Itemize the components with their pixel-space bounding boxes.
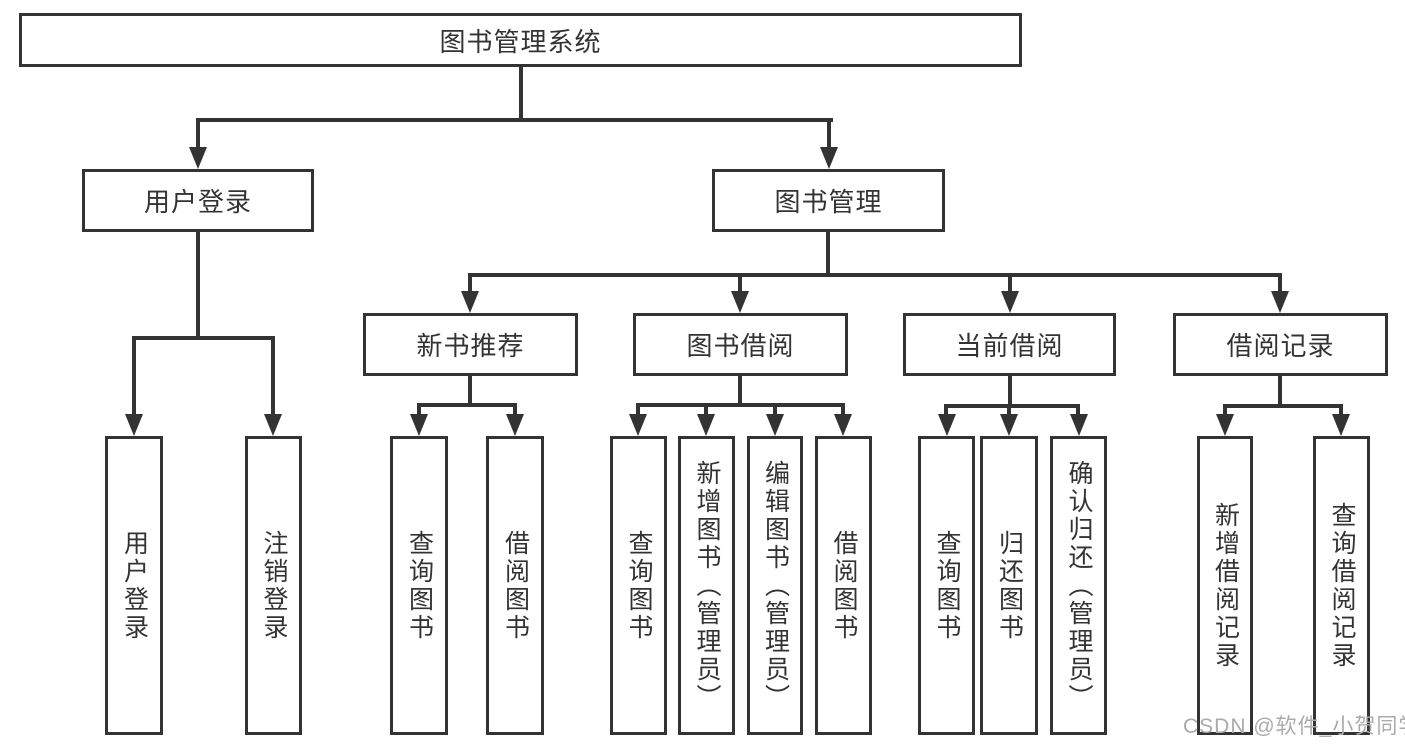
arrow-down-icon — [506, 414, 524, 436]
leaf-query-borrow-record: 查询借阅记录 — [1313, 436, 1370, 735]
leaf-query-book-2: 查询图书 — [610, 436, 667, 735]
arrow-down-icon — [1332, 414, 1350, 436]
leaf-borrow-book-1: 借阅图书 — [486, 436, 544, 735]
arrow-down-icon — [125, 414, 143, 436]
arrow-down-icon — [731, 291, 749, 313]
node-label: 新增借阅记录 — [1211, 501, 1240, 670]
connector-line — [738, 376, 742, 407]
connector-line — [1223, 404, 1343, 408]
connector-line — [1339, 404, 1343, 416]
node-label: 确认归还（管理员） — [1065, 459, 1093, 712]
node-book-borrowing: 图书借阅 — [633, 313, 848, 376]
node-label: 图书借阅 — [686, 331, 795, 361]
leaf-borrow-book-2: 借阅图书 — [815, 436, 872, 735]
node-label: 注销登录 — [260, 529, 288, 642]
node-label: 图书管理 — [774, 187, 883, 217]
arrow-down-icon — [1271, 291, 1289, 313]
node-label: 新书推荐 — [416, 331, 525, 361]
node-label: 查询借阅记录 — [1328, 501, 1356, 670]
node-book-management: 图书管理 — [712, 169, 945, 232]
connector-line — [1076, 404, 1080, 416]
connector-line — [513, 403, 517, 416]
node-label: 用户登录 — [120, 529, 149, 642]
arrow-down-icon — [461, 291, 479, 313]
node-label: 借阅图书 — [501, 529, 530, 642]
connector-line — [132, 336, 275, 340]
connector-line — [1278, 376, 1282, 408]
connector-line — [132, 336, 136, 416]
leaf-return-book: 归还图书 — [980, 436, 1038, 735]
connector-line — [417, 403, 421, 416]
arrow-down-icon — [629, 414, 647, 436]
node-library-management-system: 图书管理系统 — [19, 13, 1022, 67]
connector-line — [519, 67, 523, 118]
node-label: 编辑图书（管理员） — [761, 459, 790, 712]
node-label: 归还图书 — [995, 529, 1024, 642]
connector-line — [841, 403, 845, 416]
node-label: 查询图书 — [405, 529, 434, 642]
connector-line — [636, 403, 845, 407]
arrow-down-icon — [697, 414, 715, 436]
arrow-down-icon — [820, 147, 838, 169]
leaf-user-login: 用户登录 — [105, 436, 163, 735]
arrow-down-icon — [1070, 414, 1088, 436]
arrow-down-icon — [1001, 291, 1019, 313]
arrow-down-icon — [938, 414, 956, 436]
arrow-down-icon — [1216, 414, 1234, 436]
node-label: 查询图书 — [625, 529, 653, 642]
connector-line — [827, 118, 831, 150]
arrow-down-icon — [189, 147, 207, 169]
node-label: 用户登录 — [143, 187, 252, 217]
connector-line — [944, 404, 948, 416]
connector-line — [773, 403, 777, 416]
leaf-add-borrow-record: 新增借阅记录 — [1197, 436, 1253, 735]
arrow-down-icon — [410, 414, 428, 436]
connector-line — [1223, 404, 1227, 416]
connector-line — [738, 273, 742, 293]
connector-line — [271, 336, 275, 416]
arrow-down-icon — [834, 414, 852, 436]
connector-line — [944, 404, 1080, 408]
arrow-down-icon — [1000, 414, 1018, 436]
leaf-logout: 注销登录 — [245, 436, 302, 735]
leaf-edit-book-admin: 编辑图书（管理员） — [747, 436, 803, 735]
connector-line — [1008, 273, 1012, 293]
arrow-down-icon — [766, 414, 784, 436]
leaf-add-book-admin: 新增图书（管理员） — [678, 436, 735, 735]
node-borrowing-records: 借阅记录 — [1173, 313, 1388, 376]
connector-line — [1007, 404, 1011, 416]
leaf-query-book-1: 查询图书 — [390, 436, 448, 735]
node-current-borrowing: 当前借阅 — [903, 313, 1116, 376]
node-label: 借阅记录 — [1226, 331, 1335, 361]
connector-line — [196, 232, 200, 340]
connector-line — [636, 403, 640, 416]
connector-line — [417, 403, 517, 407]
connector-line — [468, 273, 1282, 277]
leaf-confirm-return-admin: 确认归还（管理员） — [1050, 436, 1107, 735]
connector-line — [196, 118, 200, 150]
node-user-login: 用户登录 — [82, 169, 314, 232]
connector-line — [196, 118, 833, 122]
node-new-book-recommend: 新书推荐 — [363, 313, 578, 376]
node-label: 查询图书 — [933, 529, 961, 642]
connector-line — [826, 232, 830, 277]
node-label: 借阅图书 — [830, 529, 858, 642]
connector-line — [1008, 376, 1012, 408]
watermark: CSDN @软件_小贺同学 — [1183, 715, 1405, 738]
node-label: 图书管理系统 — [439, 26, 602, 57]
connector-line — [468, 273, 472, 293]
connector-line — [704, 403, 708, 416]
connector-line — [468, 376, 472, 407]
arrow-down-icon — [264, 414, 282, 436]
node-label: 新增图书（管理员） — [693, 459, 721, 712]
leaf-query-book-3: 查询图书 — [918, 436, 975, 735]
connector-line — [1278, 273, 1282, 293]
node-label: 当前借阅 — [955, 331, 1064, 361]
